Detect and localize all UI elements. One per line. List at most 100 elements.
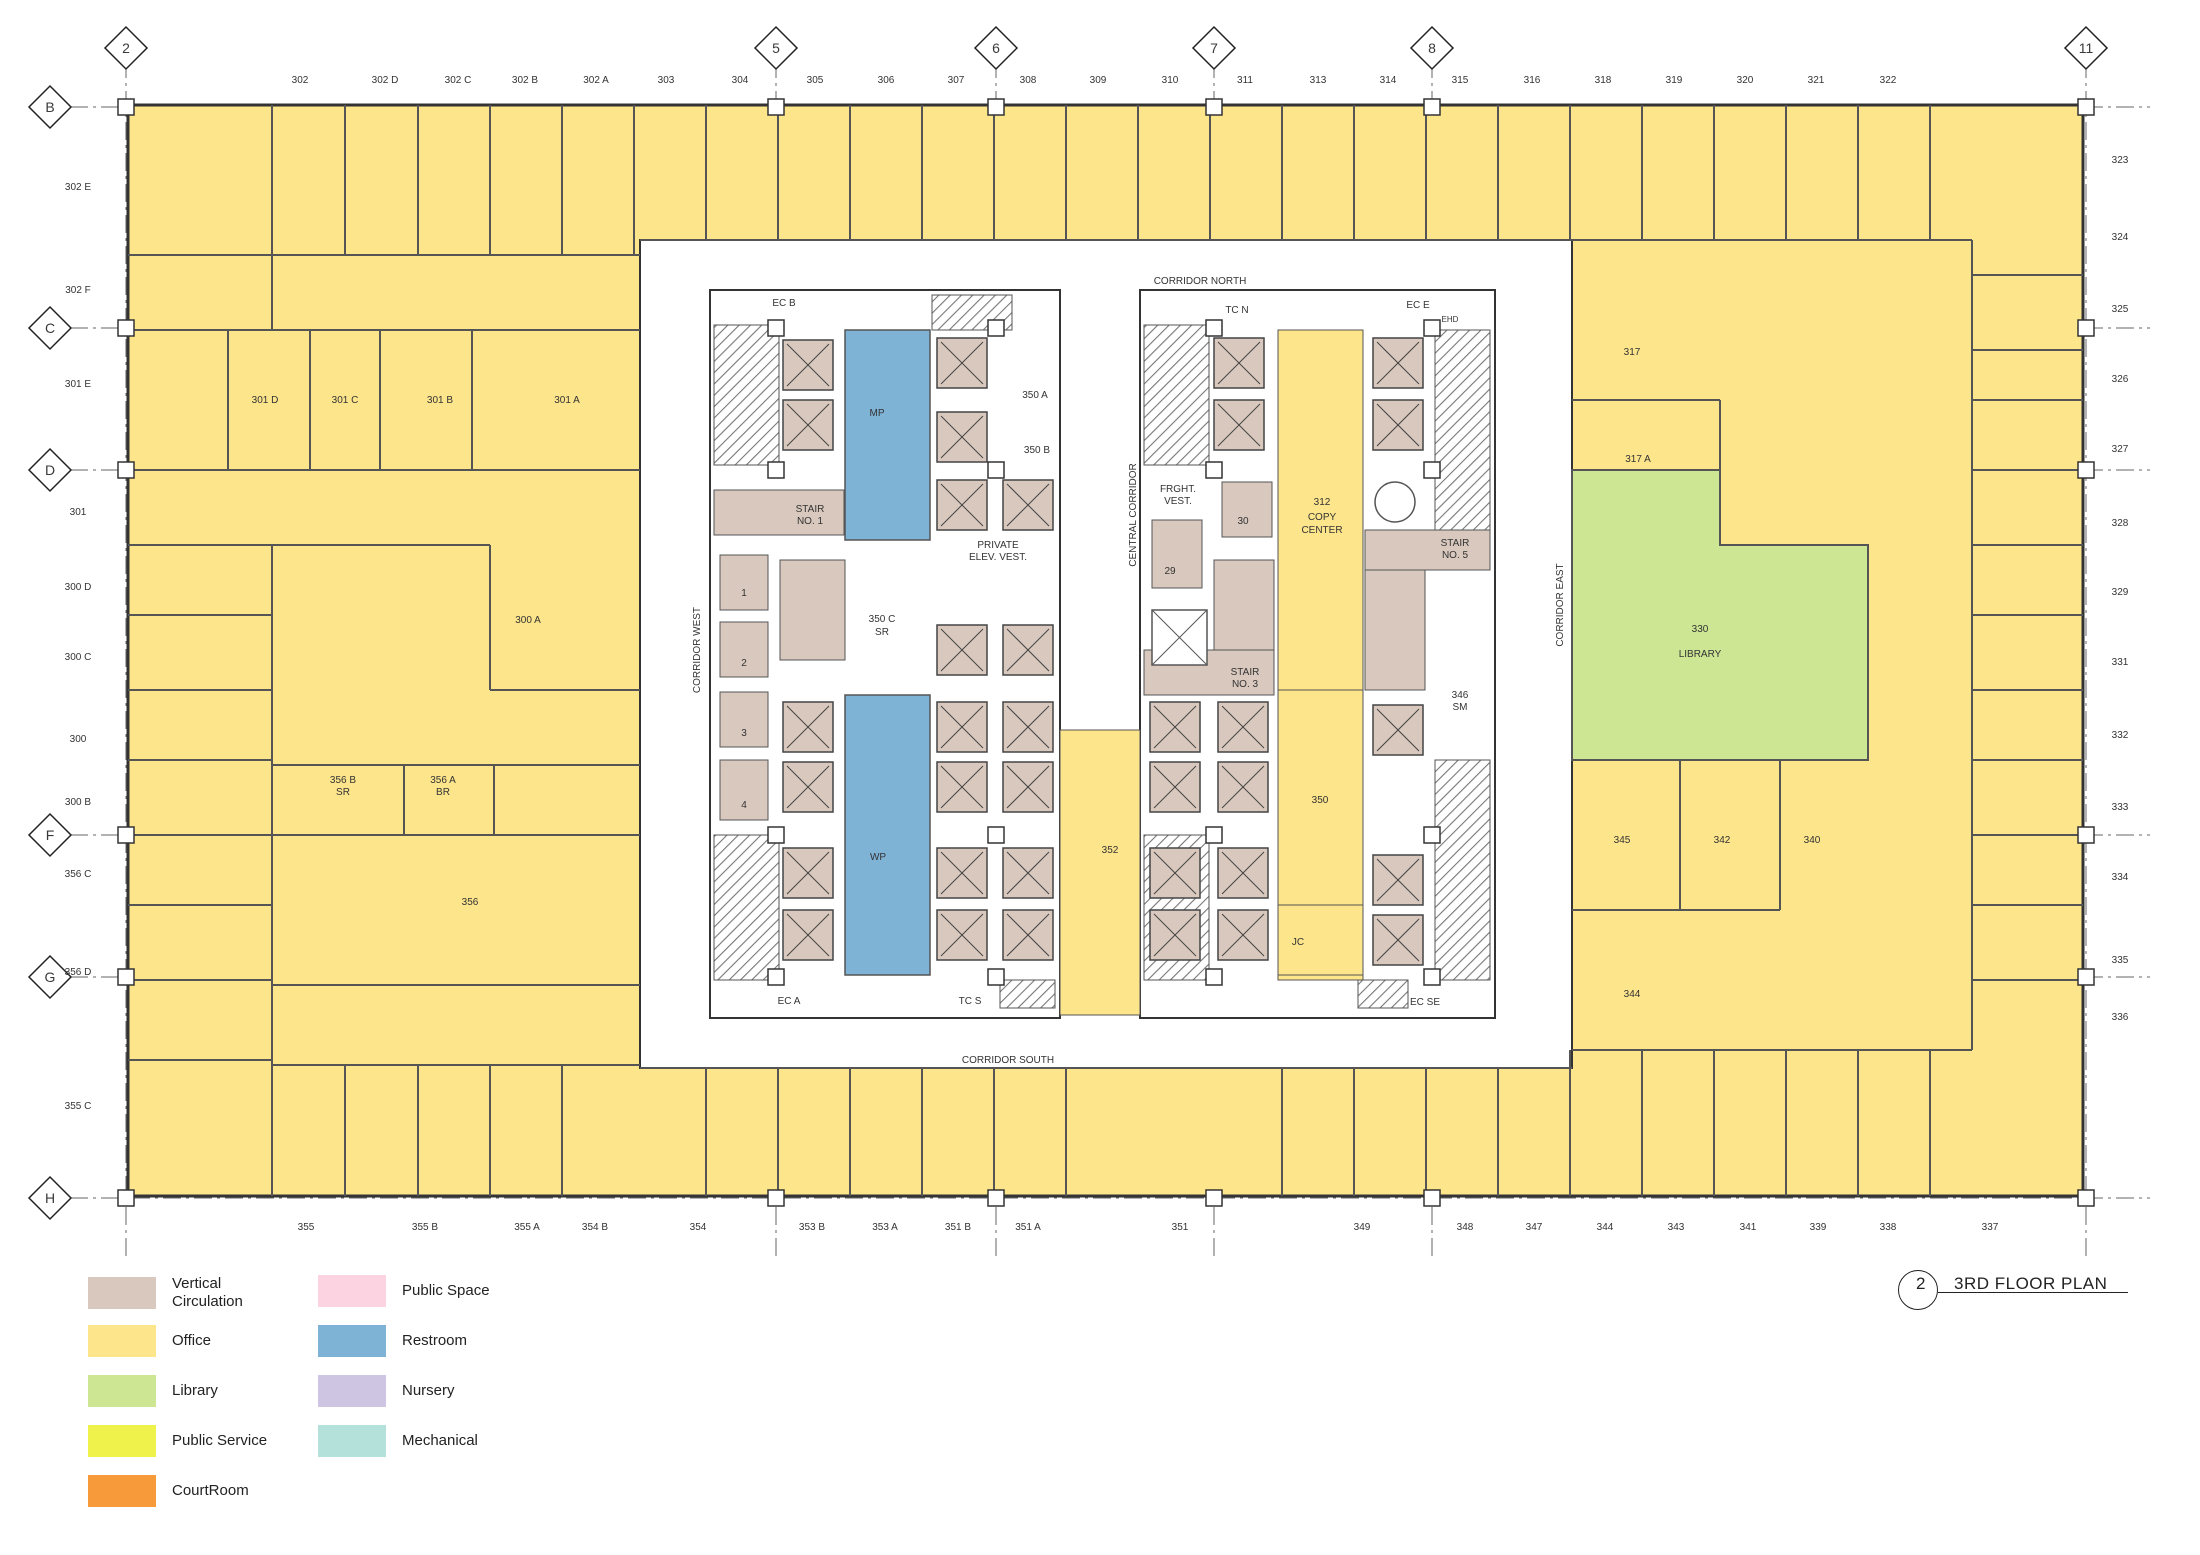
column-marker bbox=[767, 968, 785, 986]
ehd-label: EHD bbox=[1442, 315, 1459, 324]
elevator-cab bbox=[1372, 854, 1424, 906]
column-marker bbox=[2077, 1189, 2095, 1207]
legend-item: CourtRoom bbox=[88, 1475, 292, 1507]
room-label-right: 323 bbox=[2112, 155, 2129, 166]
room-301c: 301 C bbox=[332, 395, 359, 406]
building-core bbox=[709, 289, 1496, 1019]
room-label-top: 305 bbox=[807, 75, 824, 86]
column-marker bbox=[117, 1189, 135, 1207]
room-label-top: 304 bbox=[732, 75, 749, 86]
room-350c-sub: SR bbox=[875, 627, 889, 638]
room-330-sub: LIBRARY bbox=[1679, 649, 1722, 660]
room-label-top: 319 bbox=[1666, 75, 1683, 86]
column-marker bbox=[987, 968, 1005, 986]
room-356: 356 bbox=[462, 897, 479, 908]
room-label-left: 301 E bbox=[65, 379, 91, 390]
left-office-walls bbox=[128, 254, 640, 1196]
grid-label: 2 bbox=[122, 40, 130, 56]
room-jc: JC bbox=[1292, 937, 1304, 948]
room-label-top: 302 A bbox=[583, 75, 609, 86]
room-label-top: 309 bbox=[1090, 75, 1107, 86]
freight-vest-sub: VEST. bbox=[1164, 496, 1192, 507]
library-room bbox=[1571, 469, 1869, 761]
grid-bubble-col-8: 8 bbox=[1409, 25, 1455, 71]
column-marker bbox=[1423, 826, 1441, 844]
room-317: 317 bbox=[1624, 347, 1641, 358]
room-label-bottom: 353 B bbox=[799, 1222, 825, 1233]
legend-item: Public Space bbox=[318, 1275, 522, 1307]
legend-swatch bbox=[88, 1375, 156, 1407]
room-label-top: 316 bbox=[1524, 75, 1541, 86]
elevator-cab bbox=[936, 847, 988, 899]
room-label-right: 327 bbox=[2112, 444, 2129, 455]
room-label-left: 300 B bbox=[65, 797, 91, 808]
room-label-bottom: 349 bbox=[1354, 1222, 1371, 1233]
room-label-bottom: 341 bbox=[1740, 1222, 1757, 1233]
column-marker bbox=[1423, 98, 1441, 116]
legend-item: Public Service bbox=[88, 1425, 292, 1457]
elevator-cab bbox=[1149, 847, 1201, 899]
stair-5-sub: NO. 5 bbox=[1442, 550, 1469, 561]
room-label-right: 331 bbox=[2112, 657, 2129, 668]
elevator-cab bbox=[1213, 337, 1265, 389]
room-label-right: 328 bbox=[2112, 518, 2129, 529]
column-marker bbox=[987, 461, 1005, 479]
grid-label: B bbox=[45, 99, 54, 115]
room-label-right: 329 bbox=[2112, 587, 2129, 598]
structural-columns bbox=[117, 98, 2095, 1207]
legend-label: Vertical Circulation bbox=[172, 1275, 243, 1310]
room-label-left: 300 bbox=[70, 734, 87, 745]
legend-swatch bbox=[88, 1325, 156, 1357]
room-label-top: 311 bbox=[1237, 75, 1253, 86]
room-312: 312 bbox=[1314, 497, 1331, 508]
column-marker bbox=[1205, 826, 1223, 844]
room-356b-sub: SR bbox=[336, 787, 350, 798]
elevator-cab bbox=[1149, 761, 1201, 813]
legend-swatch bbox=[318, 1375, 386, 1407]
grid-label: 5 bbox=[772, 40, 780, 56]
elevator-cab bbox=[1002, 847, 1054, 899]
stair-5: STAIR bbox=[1441, 538, 1470, 549]
elevator-cab bbox=[936, 624, 988, 676]
ec-e: EC E bbox=[1406, 300, 1430, 311]
plan-number-bubble bbox=[1898, 1270, 1938, 1310]
column-marker bbox=[767, 319, 785, 337]
room-300a: 300 A bbox=[515, 615, 541, 626]
room-label-top: 314 bbox=[1380, 75, 1397, 86]
legend-swatch bbox=[318, 1325, 386, 1357]
room-label-bottom: 347 bbox=[1526, 1222, 1543, 1233]
legend-swatch bbox=[318, 1425, 386, 1457]
grid-label: 11 bbox=[2079, 40, 2094, 56]
room-label-bottom: 351 A bbox=[1015, 1222, 1041, 1233]
legend-swatch bbox=[88, 1277, 156, 1309]
grid-label: C bbox=[45, 320, 55, 336]
elevator-4: 4 bbox=[741, 800, 747, 811]
legend-label: CourtRoom bbox=[172, 1482, 249, 1499]
room-label-right: 336 bbox=[2112, 1012, 2129, 1023]
column-marker bbox=[987, 319, 1005, 337]
plan-title: 3RD FLOOR PLAN bbox=[1954, 1274, 2108, 1293]
column-marker bbox=[987, 826, 1005, 844]
plan-number: 2 bbox=[1916, 1274, 1926, 1293]
elevator-cab bbox=[936, 909, 988, 961]
room-label-top: 318 bbox=[1595, 75, 1612, 86]
plan-title-block: 2 3RD FLOOR PLAN bbox=[1898, 1270, 2138, 1314]
ec-b: EC B bbox=[772, 298, 796, 309]
elevator-cab bbox=[1217, 909, 1269, 961]
column-marker bbox=[117, 98, 135, 116]
room-label-top: 308 bbox=[1020, 75, 1037, 86]
room-label-top: 303 bbox=[658, 75, 675, 86]
column-marker bbox=[1205, 461, 1223, 479]
elevator-cab bbox=[782, 339, 834, 391]
room-label-top: 306 bbox=[878, 75, 895, 86]
elevator-cab bbox=[936, 411, 988, 463]
room-301a: 301 A bbox=[554, 395, 580, 406]
column-marker bbox=[767, 461, 785, 479]
elevator-cab bbox=[1149, 909, 1201, 961]
grid-bubble-col-5: 5 bbox=[753, 25, 799, 71]
column-marker bbox=[767, 826, 785, 844]
stair-1: STAIR bbox=[796, 504, 825, 515]
legend-item: Office bbox=[88, 1325, 292, 1357]
room-label-right: 333 bbox=[2112, 802, 2129, 813]
